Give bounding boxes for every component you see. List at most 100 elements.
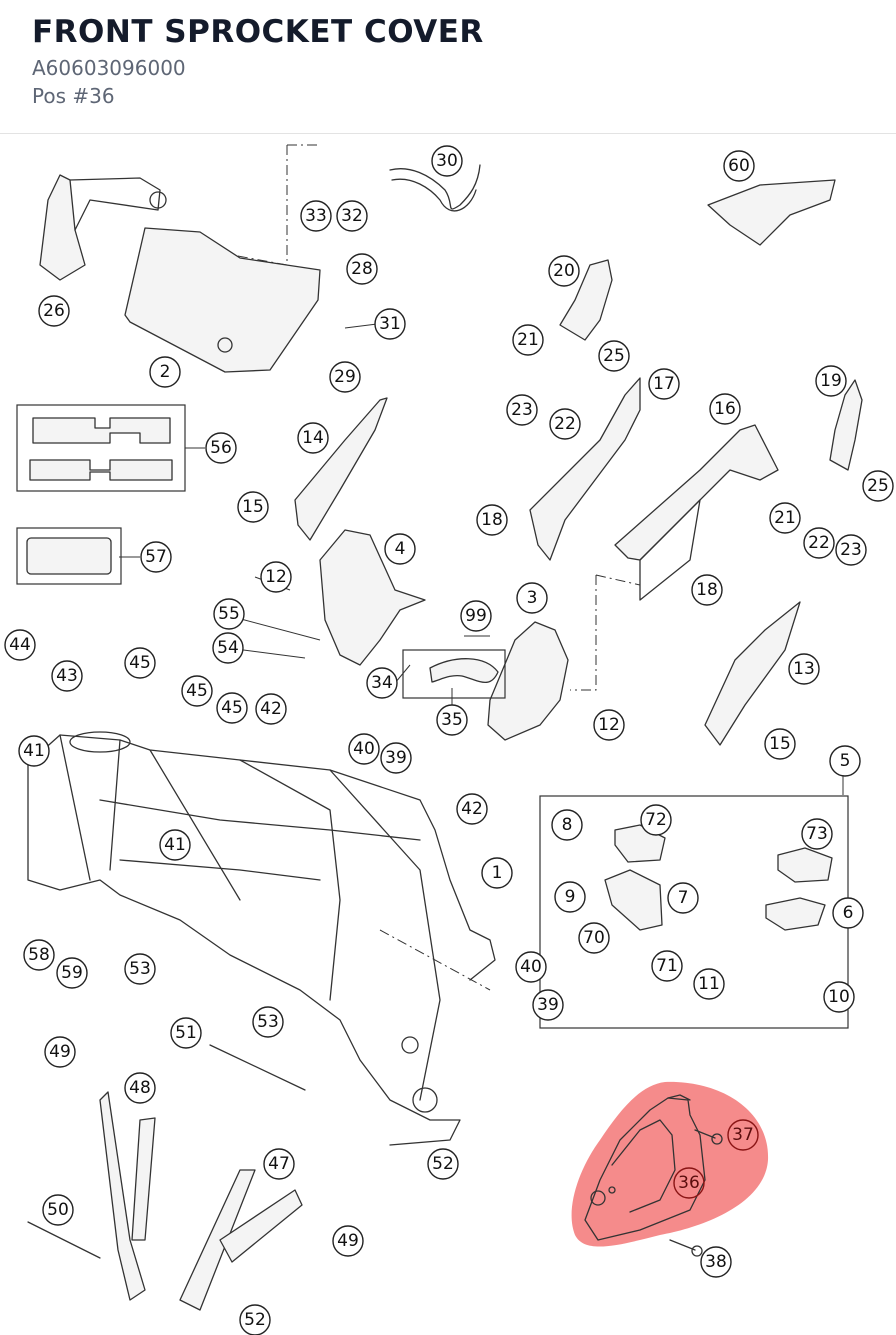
svg-text:42: 42 bbox=[461, 799, 483, 819]
callout-70[interactable]: 70 bbox=[578, 922, 610, 954]
callout-2[interactable]: 2 bbox=[149, 356, 181, 388]
svg-text:48: 48 bbox=[129, 1078, 151, 1098]
svg-text:53: 53 bbox=[257, 1012, 279, 1032]
callout-28[interactable]: 28 bbox=[346, 253, 378, 285]
callout-42b[interactable]: 42 bbox=[456, 793, 488, 825]
callout-9[interactable]: 9 bbox=[554, 881, 586, 913]
callout-38[interactable]: 38 bbox=[700, 1246, 732, 1278]
callout-49b[interactable]: 49 bbox=[332, 1225, 364, 1257]
callout-54[interactable]: 54 bbox=[212, 632, 244, 664]
svg-text:3: 3 bbox=[527, 588, 538, 608]
callout-17[interactable]: 17 bbox=[648, 368, 680, 400]
svg-text:11: 11 bbox=[698, 974, 720, 994]
callout-45[interactable]: 45 bbox=[124, 647, 156, 679]
callout-44[interactable]: 44 bbox=[4, 629, 36, 661]
svg-text:57: 57 bbox=[145, 547, 167, 567]
svg-text:72: 72 bbox=[645, 810, 667, 830]
callout-26[interactable]: 26 bbox=[38, 295, 70, 327]
callout-41b[interactable]: 41 bbox=[159, 829, 191, 861]
callout-52b[interactable]: 52 bbox=[239, 1304, 271, 1335]
callout-41[interactable]: 41 bbox=[18, 735, 50, 767]
callout-21[interactable]: 21 bbox=[512, 324, 544, 356]
callout-42[interactable]: 42 bbox=[255, 693, 287, 725]
callout-72[interactable]: 72 bbox=[640, 804, 672, 836]
callout-71[interactable]: 71 bbox=[651, 950, 683, 982]
callout-8[interactable]: 8 bbox=[551, 809, 583, 841]
callout-45c[interactable]: 45 bbox=[216, 692, 248, 724]
callout-16[interactable]: 16 bbox=[709, 393, 741, 425]
callout-22[interactable]: 22 bbox=[549, 408, 581, 440]
callout-18[interactable]: 18 bbox=[476, 504, 508, 536]
callout-12b[interactable]: 12 bbox=[593, 709, 625, 741]
callout-1[interactable]: 1 bbox=[481, 857, 513, 889]
callout-55[interactable]: 55 bbox=[213, 598, 245, 630]
callout-12[interactable]: 12 bbox=[260, 561, 292, 593]
svg-text:21: 21 bbox=[517, 330, 539, 350]
callout-48[interactable]: 48 bbox=[124, 1072, 156, 1104]
callout-56[interactable]: 56 bbox=[205, 432, 237, 464]
callout-57[interactable]: 57 bbox=[140, 541, 172, 573]
callout-43[interactable]: 43 bbox=[51, 660, 83, 692]
callout-22b[interactable]: 22 bbox=[803, 527, 835, 559]
callout-53b[interactable]: 53 bbox=[252, 1006, 284, 1038]
callout-33[interactable]: 33 bbox=[300, 200, 332, 232]
callout-31[interactable]: 31 bbox=[374, 308, 406, 340]
callout-6[interactable]: 6 bbox=[832, 897, 864, 929]
callout-15b[interactable]: 15 bbox=[764, 728, 796, 760]
callout-15[interactable]: 15 bbox=[237, 491, 269, 523]
callout-60[interactable]: 60 bbox=[723, 150, 755, 182]
callout-39[interactable]: 39 bbox=[380, 742, 412, 774]
callout-5[interactable]: 5 bbox=[829, 745, 861, 777]
svg-text:43: 43 bbox=[56, 666, 78, 686]
callout-52[interactable]: 52 bbox=[427, 1148, 459, 1180]
svg-text:13: 13 bbox=[793, 659, 815, 679]
callout-59[interactable]: 59 bbox=[56, 957, 88, 989]
callout-35[interactable]: 35 bbox=[436, 704, 468, 736]
svg-text:45: 45 bbox=[186, 681, 208, 701]
callout-25[interactable]: 25 bbox=[598, 340, 630, 372]
svg-text:15: 15 bbox=[769, 734, 791, 754]
callout-23[interactable]: 23 bbox=[506, 394, 538, 426]
callout-14[interactable]: 14 bbox=[297, 422, 329, 454]
callout-7[interactable]: 7 bbox=[667, 882, 699, 914]
callout-36[interactable]: 36 bbox=[673, 1167, 705, 1199]
svg-text:56: 56 bbox=[210, 438, 232, 458]
callout-19[interactable]: 19 bbox=[815, 365, 847, 397]
callout-32[interactable]: 32 bbox=[336, 200, 368, 232]
callout-3[interactable]: 3 bbox=[516, 582, 548, 614]
svg-text:23: 23 bbox=[840, 540, 862, 560]
callout-18b[interactable]: 18 bbox=[691, 574, 723, 606]
callout-20[interactable]: 20 bbox=[548, 255, 580, 287]
callout-51[interactable]: 51 bbox=[170, 1017, 202, 1049]
callout-30[interactable]: 30 bbox=[431, 145, 463, 177]
callout-4[interactable]: 4 bbox=[384, 533, 416, 565]
callout-29[interactable]: 29 bbox=[329, 361, 361, 393]
callout-40[interactable]: 40 bbox=[348, 733, 380, 765]
callout-73[interactable]: 73 bbox=[801, 818, 833, 850]
callout-99[interactable]: 99 bbox=[460, 600, 492, 632]
svg-text:51: 51 bbox=[175, 1023, 197, 1043]
svg-text:40: 40 bbox=[520, 957, 542, 977]
callout-58[interactable]: 58 bbox=[23, 939, 55, 971]
callout-13[interactable]: 13 bbox=[788, 653, 820, 685]
callout-39b[interactable]: 39 bbox=[532, 989, 564, 1021]
highlight-sprocket-cover[interactable] bbox=[571, 1081, 769, 1247]
callout-47[interactable]: 47 bbox=[263, 1148, 295, 1180]
callout-53[interactable]: 53 bbox=[124, 953, 156, 985]
callout-21b[interactable]: 21 bbox=[769, 502, 801, 534]
callout-34[interactable]: 34 bbox=[366, 667, 398, 699]
callout-11[interactable]: 11 bbox=[693, 968, 725, 1000]
svg-text:25: 25 bbox=[867, 476, 889, 496]
callout-23b[interactable]: 23 bbox=[835, 534, 867, 566]
svg-text:58: 58 bbox=[28, 945, 50, 965]
callout-49[interactable]: 49 bbox=[44, 1036, 76, 1068]
svg-text:70: 70 bbox=[583, 928, 605, 948]
callout-40b[interactable]: 40 bbox=[515, 951, 547, 983]
callout-45b[interactable]: 45 bbox=[181, 675, 213, 707]
callout-25b[interactable]: 25 bbox=[862, 470, 894, 502]
svg-text:12: 12 bbox=[265, 567, 287, 587]
callout-50[interactable]: 50 bbox=[42, 1194, 74, 1226]
callout-37[interactable]: 37 bbox=[727, 1119, 759, 1151]
callout-10[interactable]: 10 bbox=[823, 981, 855, 1013]
svg-text:52: 52 bbox=[244, 1310, 266, 1330]
